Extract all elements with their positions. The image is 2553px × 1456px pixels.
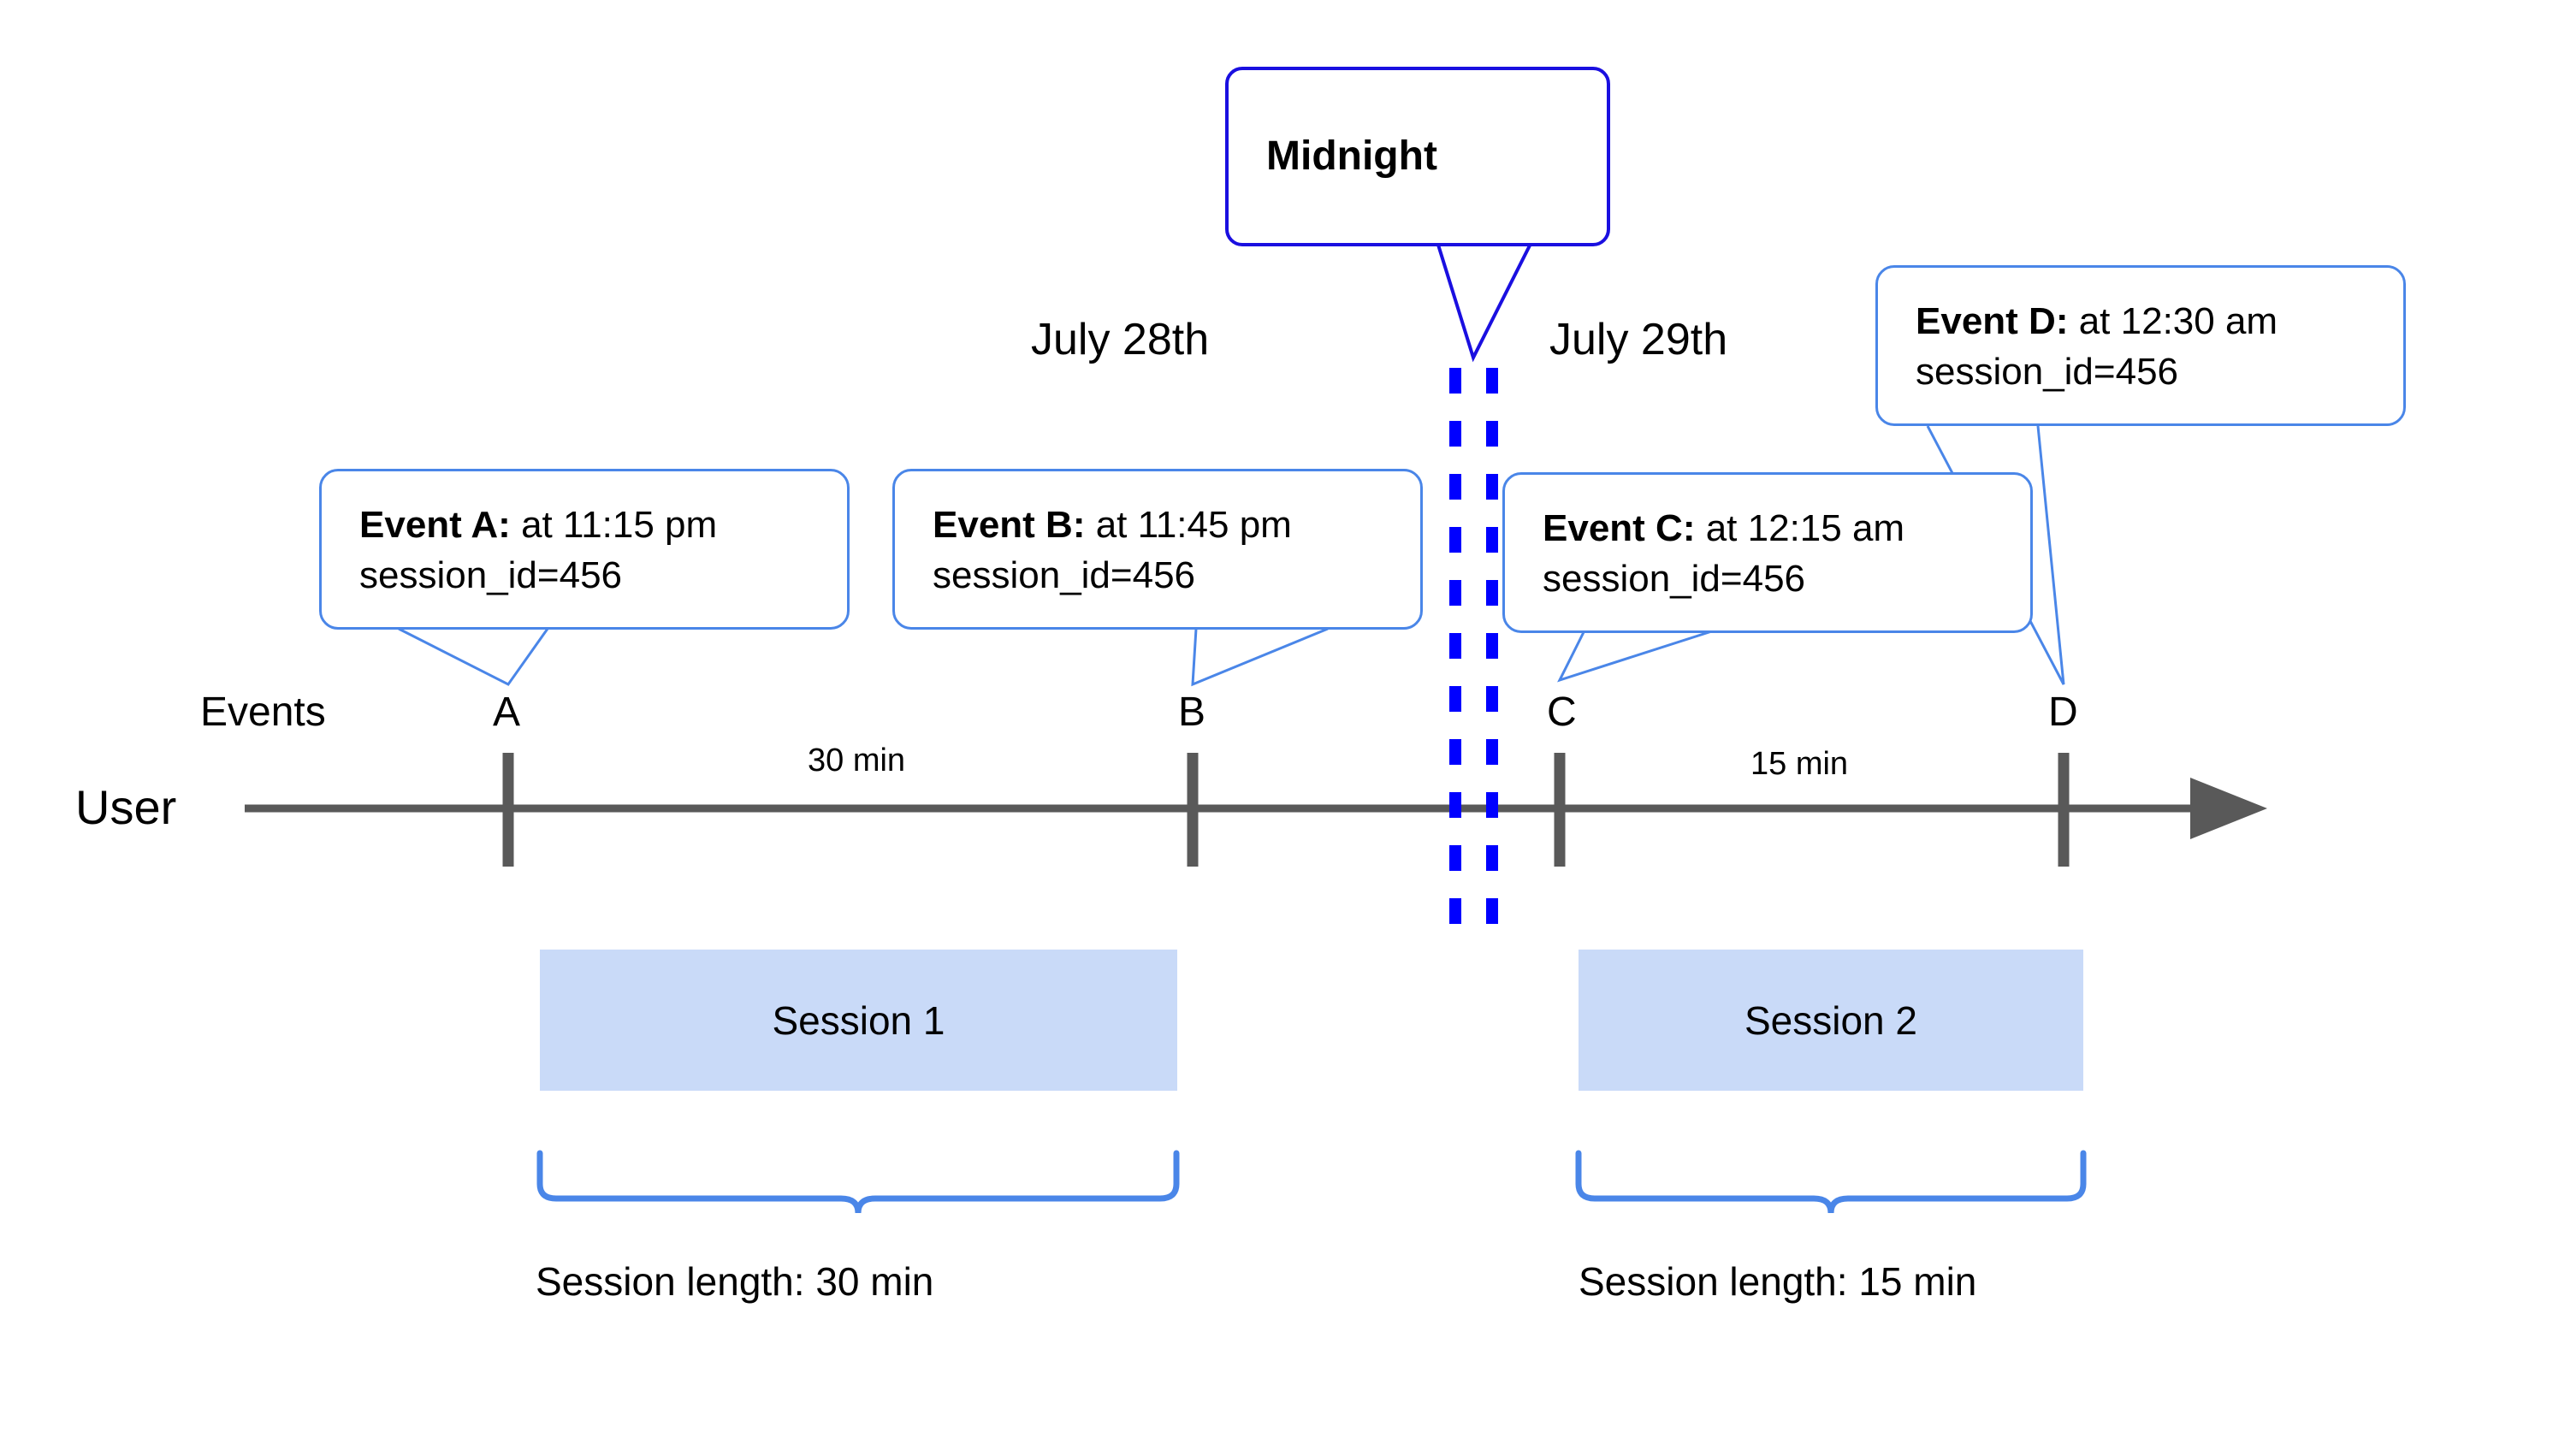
session-2-brace: [1575, 1150, 2087, 1214]
event-d-callout[interactable]: [1875, 265, 2406, 426]
session-1-label: Session 1: [772, 997, 945, 1043]
event-b-callout-tail: [1191, 627, 1329, 687]
event-marker-c: C: [1547, 690, 1577, 735]
event-c-callout-text: Event C: at 12:15 am session_id=456: [1543, 504, 1904, 604]
events-row-label: Events: [200, 690, 326, 735]
event-a-label: Event A:: [359, 504, 511, 546]
session-1-length-label: Session length: 30 min: [536, 1259, 934, 1304]
session-2-box[interactable]: Session 2: [1579, 950, 2083, 1091]
event-d-label: Event D:: [1916, 300, 2069, 342]
event-c-session-id: session_id=456: [1543, 557, 1806, 600]
event-c-callout-tail: [1557, 627, 1721, 683]
event-b-callout[interactable]: [892, 469, 1423, 630]
event-b-time: at 11:45 pm: [1085, 504, 1292, 546]
date-label-july-28: July 28th: [1031, 315, 1210, 364]
event-a-callout-text: Event A: at 11:15 pm session_id=456: [359, 500, 717, 601]
midnight-callout-label: Midnight: [1266, 133, 1437, 179]
midnight-callout-tail: [1436, 241, 1533, 363]
event-marker-d: D: [2048, 690, 2078, 735]
user-row-label: User: [75, 780, 177, 834]
event-marker-b: B: [1178, 690, 1206, 735]
event-d-callout-text: Event D: at 12:30 am session_id=456: [1916, 297, 2278, 397]
session-2-label: Session 2: [1744, 997, 1917, 1043]
duration-label-c-to-d: 15 min: [1750, 746, 1849, 782]
event-c-time: at 12:15 am: [1695, 507, 1905, 549]
event-b-label: Event B:: [933, 504, 1086, 546]
event-d-session-id: session_id=456: [1916, 350, 2179, 393]
event-c-label: Event C:: [1543, 507, 1696, 549]
session-1-box[interactable]: Session 1: [540, 950, 1177, 1091]
event-b-session-id: session_id=456: [933, 553, 1196, 596]
midnight-callout[interactable]: [1225, 67, 1610, 246]
event-marker-a: A: [493, 690, 521, 735]
event-b-callout-text: Event B: at 11:45 pm session_id=456: [933, 500, 1292, 601]
event-a-callout-tail: [398, 627, 549, 686]
session-2-length-label: Session length: 15 min: [1579, 1259, 1977, 1304]
event-a-time: at 11:15 pm: [510, 504, 718, 546]
date-label-july-29: July 29th: [1549, 315, 1728, 364]
event-a-callout[interactable]: [319, 469, 850, 630]
session-1-brace: [536, 1150, 1180, 1214]
event-a-session-id: session_id=456: [359, 553, 623, 596]
event-d-time: at 12:30 am: [2068, 300, 2278, 342]
duration-label-a-to-b: 30 min: [808, 743, 906, 778]
event-c-callout[interactable]: [1502, 472, 2033, 633]
